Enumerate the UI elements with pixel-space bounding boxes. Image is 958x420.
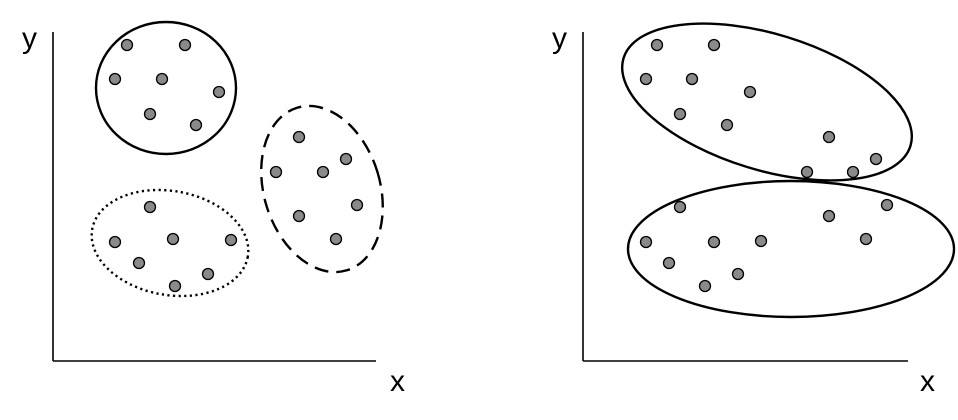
right-cluster-2-point-5: [707, 235, 721, 249]
right-cluster-2-point-10: [698, 279, 712, 293]
left-y-axis-label: y: [22, 22, 37, 55]
left-cluster-3-point-7: [168, 279, 182, 293]
right-cluster-2-point-4: [639, 235, 653, 249]
right-cluster-upper-outline: [620, 22, 914, 182]
left-cluster-1-point-2: [178, 38, 192, 52]
left-cluster-2-point-3: [269, 165, 283, 179]
left-cluster-2-point-1: [292, 130, 306, 144]
right-cluster-1-point-10: [800, 165, 814, 179]
right-cluster-2-point-1: [673, 200, 687, 214]
left-cluster-3-point-5: [132, 256, 146, 270]
right-cluster-2-point-2: [880, 198, 894, 212]
left-cluster-2-point-6: [292, 209, 306, 223]
left-cluster-3-point-1: [143, 200, 157, 214]
right-cluster-2-point-9: [731, 267, 745, 281]
right-cluster-1-point-6: [673, 107, 687, 121]
right-cluster-1-point-3: [639, 72, 653, 86]
left-cluster-3-point-4: [224, 233, 238, 247]
right-points: [639, 38, 894, 293]
right-cluster-2-point-7: [859, 232, 873, 246]
right-cluster-2-point-6: [754, 234, 768, 248]
left-cluster-1-point-1: [120, 38, 134, 52]
right-cluster-2-point-8: [662, 256, 676, 270]
right-cluster-2-point-3: [822, 209, 836, 223]
right-cluster-1-point-7: [720, 118, 734, 132]
right-cluster-1-point-2: [707, 38, 721, 52]
left-x-axis-label: x: [390, 365, 405, 398]
right-cluster-1-point-11: [846, 165, 860, 179]
left-cluster-solid-outline: [94, 20, 238, 156]
left-cluster-3-point-2: [108, 235, 122, 249]
left-cluster-1-point-3: [108, 72, 122, 86]
left-cluster-1-point-5: [212, 85, 226, 99]
left-cluster-1-point-6: [143, 107, 157, 121]
right-cluster-1-point-9: [869, 152, 883, 166]
right-cluster-1-point-8: [822, 130, 836, 144]
left-cluster-dashed-outline: [260, 104, 384, 274]
left-cluster-3-point-6: [201, 267, 215, 281]
left-cluster-3-point-3: [166, 232, 180, 246]
left-cluster-1-point-4: [155, 72, 169, 86]
right-cluster-1-point-4: [685, 72, 699, 86]
left-cluster-1-point-7: [189, 118, 203, 132]
left-cluster-2-point-7: [329, 232, 343, 246]
left-points: [108, 38, 364, 293]
right-cluster-1-point-1: [650, 38, 664, 52]
right-cluster-1-point-5: [743, 85, 757, 99]
right-panel: y x: [552, 22, 956, 398]
left-cluster-2-point-5: [350, 198, 364, 212]
left-panel: y x: [22, 20, 405, 398]
right-cluster-lower-outline: [626, 179, 956, 319]
left-cluster-dotted-outline: [90, 188, 250, 298]
right-x-axis-label: x: [920, 365, 935, 398]
right-y-axis-label: y: [552, 22, 567, 55]
left-cluster-2-point-4: [316, 165, 330, 179]
left-cluster-2-point-2: [339, 152, 353, 166]
